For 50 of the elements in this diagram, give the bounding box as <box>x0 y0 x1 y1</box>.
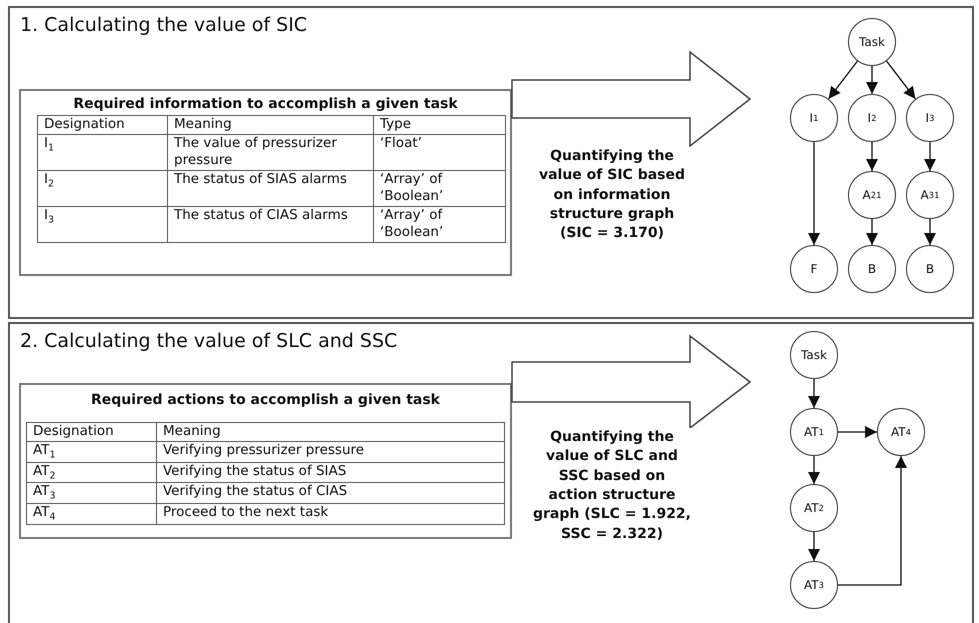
arrow <box>808 532 820 561</box>
section-title: 2. Calculating the value of SLC and SSC <box>20 330 398 352</box>
table-cell: Meaning <box>168 116 374 134</box>
table-cell: Meaning <box>156 422 504 442</box>
table-cell: The value of pressurizer pressure <box>168 134 374 170</box>
section-title: 1. Calculating the value of SIC <box>20 14 308 36</box>
table-title: Required information to accomplish a given task <box>72 95 459 114</box>
table-cell: ‘Float’ <box>374 134 506 170</box>
table-cell: Verifying the status of CIAS <box>156 482 504 504</box>
table-cell: AT$_{3}$ <box>26 482 156 504</box>
graph-node: B <box>848 245 896 293</box>
table-panel <box>19 89 512 276</box>
table-cell: AT$_{2}$ <box>26 462 156 483</box>
table-cell: AT$_{1}$ <box>26 441 156 462</box>
arrow <box>808 456 820 484</box>
arrow <box>924 219 936 245</box>
table-cell: The status of CIAS alarms <box>168 206 374 242</box>
table-cell: Designation <box>38 116 168 134</box>
block-arrow <box>511 334 752 430</box>
table-cell: I$_{3}$ <box>38 206 168 242</box>
table-cell: Type <box>374 116 506 134</box>
arrow <box>886 60 916 100</box>
arrow <box>838 456 907 586</box>
graph-node: F <box>790 245 838 293</box>
arrow <box>828 60 858 100</box>
table-title: Required actions to accomplish a given task <box>90 391 441 410</box>
table-cell: I$_{1}$ <box>38 134 168 170</box>
graph-node: B <box>906 245 954 293</box>
table-cell: I$_{2}$ <box>38 170 168 206</box>
arrow <box>866 219 878 245</box>
arrow <box>808 379 820 408</box>
table-cell: ‘Array’ of ‘Boolean’ <box>374 206 506 242</box>
table-cell: Designation <box>26 422 156 442</box>
graph-node: Task <box>790 331 838 379</box>
table-cell: ‘Array’ of ‘Boolean’ <box>374 170 506 206</box>
section-panel <box>8 6 974 319</box>
arrow <box>808 142 820 245</box>
table-cell: Verifying pressurizer pressure <box>156 441 504 462</box>
graph-node: Task <box>848 18 896 66</box>
table-cell: Proceed to the next task <box>156 504 504 525</box>
table-cell: AT$_{4}$ <box>26 504 156 525</box>
block-arrow <box>511 50 752 148</box>
table-panel <box>19 383 512 539</box>
arrow <box>866 142 878 171</box>
section-panel <box>8 322 974 623</box>
table-cell: Verifying the status of SIAS <box>156 462 504 483</box>
table-cell: The status of SIAS alarms <box>168 170 374 206</box>
arrow <box>924 142 936 171</box>
arrow <box>866 66 878 94</box>
arrow <box>838 426 877 438</box>
